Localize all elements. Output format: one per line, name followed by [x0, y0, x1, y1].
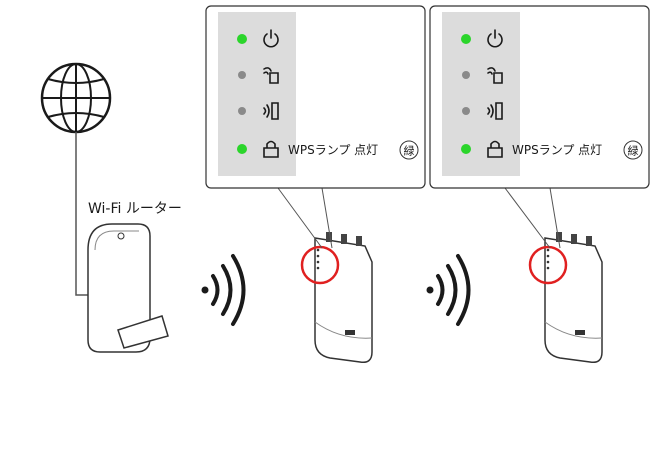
- power-icon: [263, 29, 279, 48]
- lock-icon: [487, 140, 503, 158]
- power-icon: [487, 29, 503, 48]
- status-led-on: [237, 34, 247, 44]
- wps-lamp-label-2: WPSランプ 点灯: [512, 143, 602, 157]
- wifi-signal-icon-2: [426, 254, 471, 326]
- signal-phone-icon: [487, 102, 503, 120]
- callout-lines: [277, 187, 561, 249]
- wifi-device-icon: [487, 67, 503, 84]
- status-led-on: [461, 144, 471, 154]
- router-label: Wi-Fi ルーター: [88, 201, 182, 217]
- status-led-off: [238, 71, 246, 79]
- led-panel-2: [429, 5, 650, 189]
- cable-line: [75, 132, 92, 296]
- led-highlight-circle-1: [300, 245, 340, 285]
- wifi-signal-icon-1: [201, 254, 246, 326]
- led-highlight-circle-2: [528, 245, 568, 285]
- wifi-device-icon: [263, 67, 279, 84]
- status-led-on: [461, 34, 471, 44]
- wps-color-badge-1: 緑: [399, 140, 419, 160]
- wps-lamp-label-1: WPSランプ 点灯: [288, 143, 378, 157]
- wps-color-badge-2: 緑: [623, 140, 643, 160]
- wifi-extender-device-2: [544, 232, 603, 364]
- globe-icon: [40, 62, 112, 134]
- wifi-router-device: [87, 223, 169, 353]
- signal-phone-icon: [263, 102, 279, 120]
- lock-icon: [263, 140, 279, 158]
- status-led-on: [237, 144, 247, 154]
- led-panel-1: [205, 5, 426, 189]
- status-led-off: [462, 71, 470, 79]
- wifi-extender-device-1: [314, 232, 373, 364]
- status-led-off: [238, 107, 246, 115]
- svg-text:緑: 緑: [628, 144, 639, 158]
- svg-text:緑: 緑: [404, 144, 415, 158]
- status-led-off: [462, 107, 470, 115]
